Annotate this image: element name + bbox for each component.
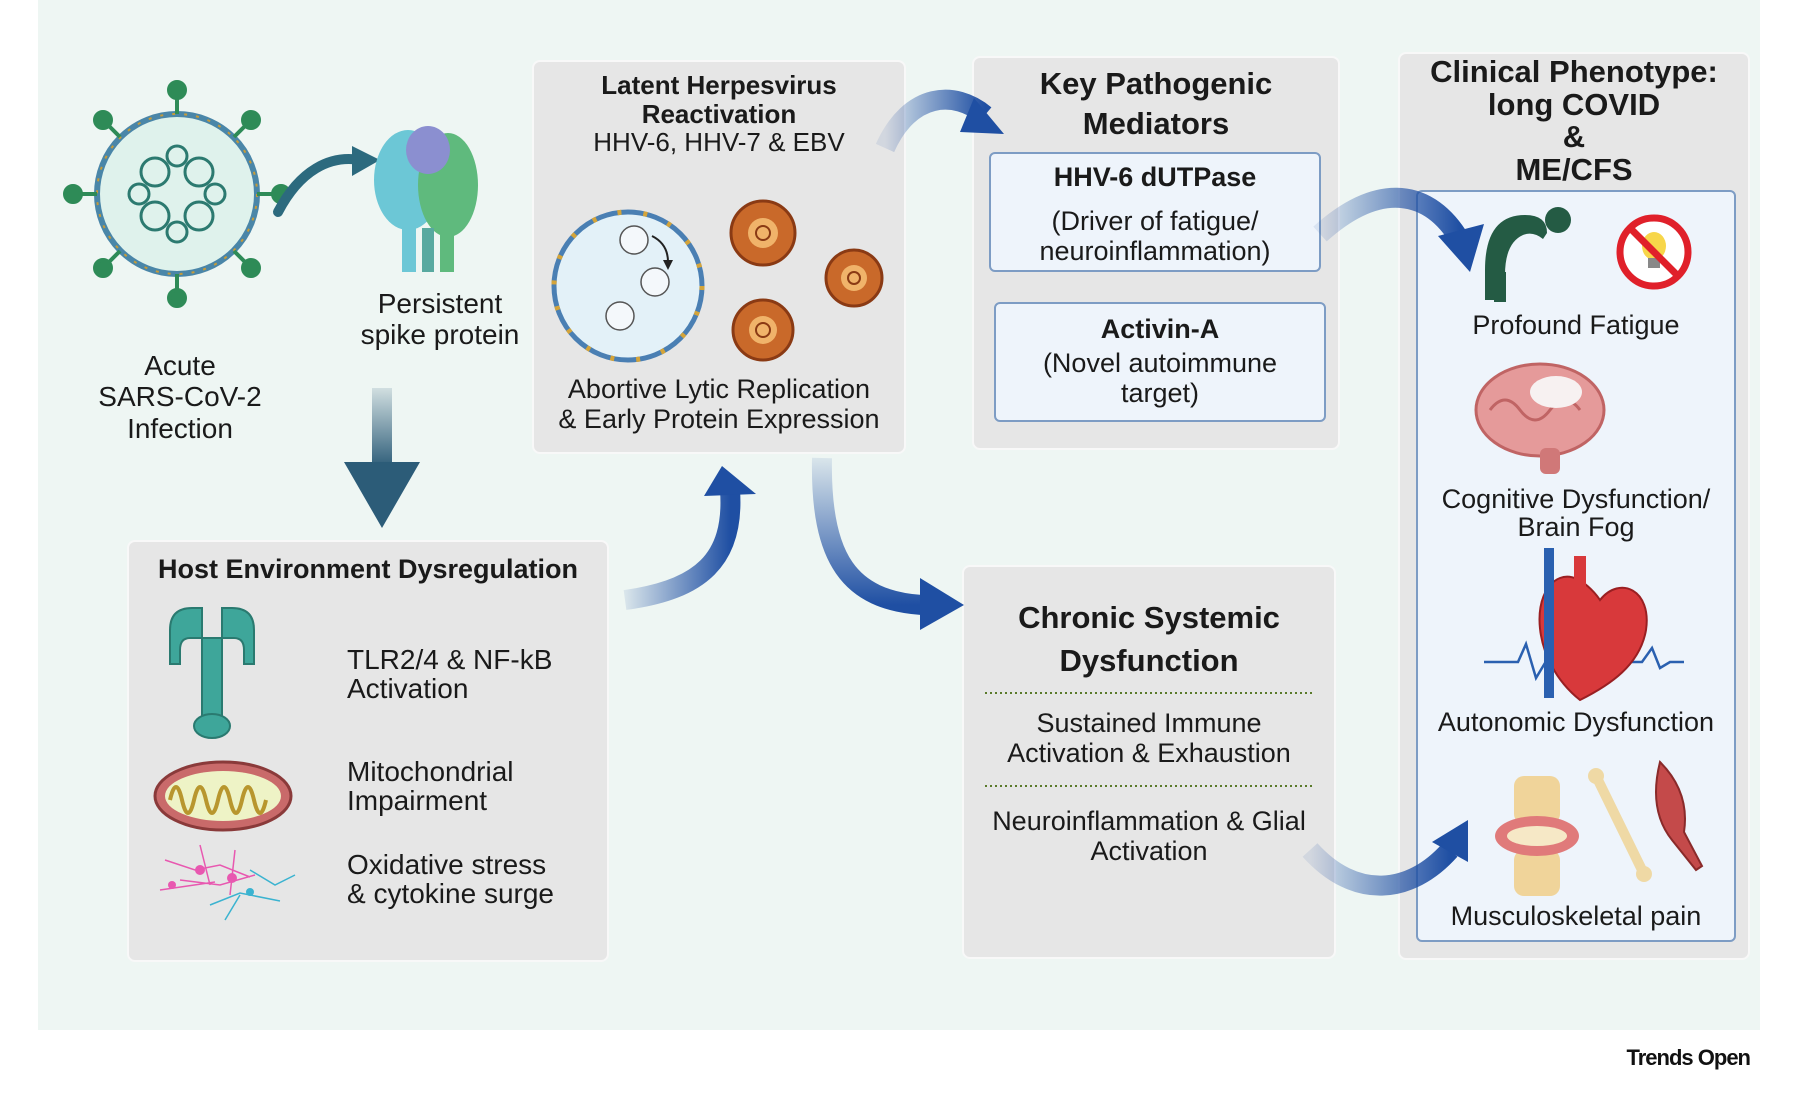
chronic-item-neuro-line2: Activation [1090,836,1208,867]
symptom-msk: Musculoskeletal pain [1450,901,1702,931]
acute-line2: SARS-CoV-2 [98,381,262,413]
host-item-mito: Mitochondrial Impairment [347,757,514,816]
fatigue-person-icon [1485,207,1571,302]
chronic-title-line1: Chronic Systemic [1018,600,1280,635]
infected-cell-icon [551,209,705,363]
activin-text: Activin-A (Novel autoimmune target) [994,314,1326,409]
symptom-autonomic: Autonomic Dysfunction [1437,707,1715,737]
latent-caption: Abortive Lytic Replication & Early Prote… [532,374,906,434]
sars-cov-2-virus-icon [63,80,291,308]
clinical-title-line4: ME/CFS [1515,151,1633,187]
spike-protein-icon [374,126,478,272]
latent-title-line1: Latent Herpesvirus [601,70,837,100]
latent-caption-line1: Abortive Lytic Replication [567,374,871,404]
tlr-receptor-icon [169,607,255,739]
dutpase-line2: neuroinflammation) [1039,236,1271,267]
clinical-title-line1: Clinical Phenotype: [1430,54,1718,89]
host-item-mito-line2: Impairment [347,785,488,817]
bone-icon [1588,768,1652,882]
clinical-title-line2: long COVID [1487,86,1661,122]
heart-icon [1484,548,1684,702]
arrow-mediators-to-clinical [1313,187,1469,246]
clinical-title-line3: & [1562,119,1586,155]
chronic-title-line2: Dysfunction [1059,643,1239,679]
arrow-spike-to-host [344,388,420,528]
chronic-item-immune-line2: Activation & Exhaustion [1007,738,1291,769]
no-energy-icon [1616,214,1692,290]
footer-bar [38,1030,1760,1078]
host-item-mito-line1: Mitochondrial [347,756,514,787]
glial-cells-icon [159,844,296,921]
journal-logo: Trends Open [1626,1045,1751,1070]
acute-line3: Infection [127,412,233,444]
symptom-cognitive-line2: Brain Fog [1517,512,1635,543]
arrow-chronic-to-clinical [1302,843,1458,896]
spike-line2: spike protein [360,319,520,351]
dutpase-text: HHV-6 dUTPase (Driver of fatigue/ neuroi… [989,162,1321,267]
joint-icon [1495,776,1579,896]
activin-title: Activin-A [1100,314,1220,344]
chronic-title: Chronic Systemic Dysfunction [962,596,1336,683]
chronic-dysfunction-panel [962,565,1336,959]
mediators-title-line1: Key Pathogenic [1039,66,1273,101]
chronic-item-neuro-line1: Neuroinflammation & Glial [992,806,1306,836]
latent-title-line2: Reactivation [641,98,797,129]
host-item-tlr-line1: TLR2/4 & NF-kB [347,644,553,675]
activin-line2: target) [1120,378,1200,409]
spike-protein-label: Persistent spike protein [340,288,540,351]
symptom-cognitive: Cognitive Dysfunction/ Brain Fog [1416,485,1736,542]
host-panel-title: Host Environment Dysregulation [157,554,579,584]
dutpase-box [989,152,1321,272]
chronic-item-immune-line1: Sustained Immune [1036,708,1262,738]
symptom-cognitive-line1: Cognitive Dysfunction/ [1441,484,1711,514]
activin-line1: (Novel autoimmune [1042,348,1278,379]
clinical-title: Clinical Phenotype: long COVID & ME/CFS [1398,54,1750,187]
arrow-latent-to-chronic [811,457,923,615]
chronic-item-immune: Sustained Immune Activation & Exhaustion [962,708,1336,768]
brain-icon [1474,362,1606,474]
latent-panel-title: Latent Herpesvirus Reactivation HHV-6, H… [532,71,906,157]
dutpase-title: HHV-6 dUTPase [1053,162,1257,192]
arrow-host-to-latent [623,489,741,610]
chronic-item-neuro: Neuroinflammation & Glial Activation [962,806,1336,866]
host-item-tlr: TLR2/4 & NF-kB Activation [347,645,552,704]
mediators-title-line2: Mediators [1082,106,1230,142]
host-item-tlr-line2: Activation [347,673,469,705]
spike-line1: Persistent [377,288,503,319]
host-item-oxidative-line2: & cytokine surge [347,878,554,910]
herpesvirus-particles-icon [729,199,884,362]
activin-box [994,302,1326,422]
dutpase-line1: (Driver of fatigue/ [1051,206,1259,237]
latent-caption-line2: & Early Protein Expression [558,404,880,435]
muscle-icon [1655,760,1704,872]
acute-infection-label: Acute SARS-CoV-2 Infection [80,350,280,444]
latent-subtitle: HHV-6, HHV-7 & EBV [593,127,845,158]
arrow-virus-to-spike [273,154,365,217]
acute-line1: Acute [144,350,216,381]
mediators-title: Key Pathogenic Mediators [972,64,1340,145]
host-dysregulation-panel [127,540,609,962]
host-item-oxidative: Oxidative stress & cytokine surge [347,850,554,909]
host-item-oxidative-line1: Oxidative stress [347,849,547,880]
mitochondria-icon [153,760,293,832]
symptom-fatigue: Profound Fatigue [1472,310,1680,340]
